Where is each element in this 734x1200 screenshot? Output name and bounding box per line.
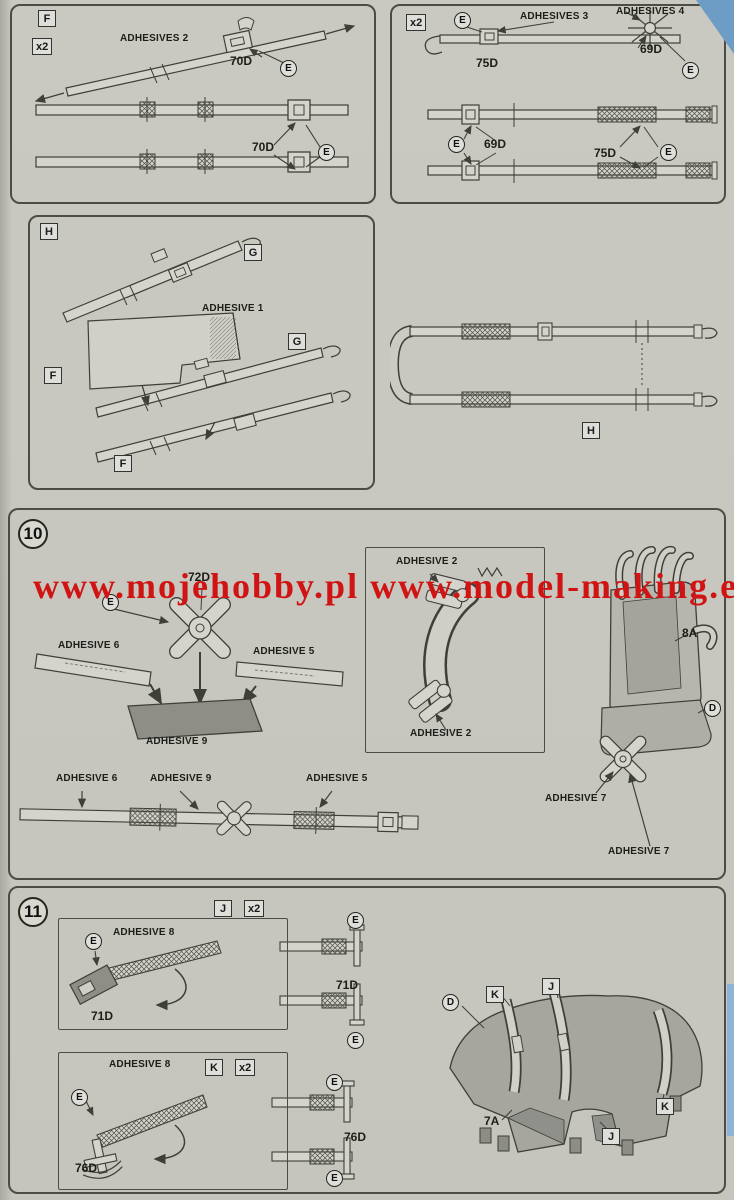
- inset-adhesive-2: ADHESIVE 2 ADHESIVE 2: [365, 547, 545, 753]
- part-label-72d: 72D: [188, 570, 211, 584]
- belts-69-75-diagram: [424, 8, 718, 183]
- adhesive-8-76d-diagram: [81, 1094, 208, 1179]
- part-label-70d: 70D: [252, 140, 275, 154]
- frame-ref-g: G: [244, 244, 262, 261]
- adhesive-label: ADHESIVES 3: [520, 11, 589, 22]
- glue-callout-e: E: [682, 62, 699, 79]
- glue-callout-e: E: [660, 144, 677, 161]
- adhesive-label: ADHESIVES 4: [616, 6, 685, 17]
- quantity-badge: x2: [406, 14, 427, 31]
- quantity-badge: x2: [244, 900, 265, 917]
- frame-ref-k: K: [205, 1059, 223, 1076]
- inset-adhesive-8-76d: ADHESIVE 8 K x2 E 76D: [58, 1052, 288, 1190]
- panel-step-f: F x2 ADHESIVES 2 70D E 70D E: [10, 4, 376, 204]
- frame-ref-j: J: [214, 900, 232, 917]
- frame-ref-f: F: [38, 10, 56, 27]
- adhesive-label: ADHESIVE 5: [253, 646, 315, 657]
- adhesive-label: ADHESIVE 9: [150, 773, 212, 784]
- frame-ref-k: K: [656, 1098, 674, 1115]
- glue-callout-e: E: [71, 1089, 88, 1106]
- adhesive-label: ADHESIVE 8: [109, 1059, 171, 1070]
- part-label-71d: 71D: [336, 978, 359, 992]
- frame-ref-f: F: [44, 367, 62, 384]
- adhesive-label: ADHESIVE 7: [608, 846, 670, 857]
- frame-ref-h: H: [40, 223, 58, 240]
- adhesive-label: ADHESIVES 2: [120, 33, 189, 44]
- adhesive-8-71d-diagram: [69, 940, 222, 1011]
- h-belt-loop-diagram: [390, 320, 718, 411]
- frame-ref-j: J: [602, 1128, 620, 1145]
- glue-callout-e: E: [318, 144, 335, 161]
- part-label-75d: 75D: [476, 56, 499, 70]
- adhesive-label: ADHESIVE 9: [146, 736, 208, 747]
- panel-step-h: H G ADHESIVE 1 G F F: [28, 215, 375, 490]
- part-label-75d: 75D: [594, 146, 617, 160]
- frame-ref-f: F: [114, 455, 132, 472]
- part-label-69d: 69D: [640, 42, 663, 56]
- adhesive-label: ADHESIVE 2: [410, 728, 472, 739]
- glue-callout-e: E: [326, 1074, 343, 1091]
- frame-ref-h: H: [582, 422, 600, 439]
- adhesive-label: ADHESIVE 7: [545, 793, 607, 804]
- glue-callout-e: E: [448, 136, 465, 153]
- scan-edge-background: [727, 984, 734, 1136]
- step-11-diagram: [271, 924, 703, 1180]
- part-label-8a: 8A: [682, 626, 698, 640]
- glue-callout-e: E: [347, 1032, 364, 1049]
- adhesive-label: ADHESIVE 1: [202, 303, 264, 314]
- part-label-76d: 76D: [75, 1161, 98, 1175]
- part-label-70d: 70D: [230, 54, 253, 68]
- glue-callout-e: E: [347, 912, 364, 929]
- panel-step-11: 11 J x2: [8, 886, 726, 1194]
- watermark-text: www.mojehobby.pl www.model-making.eu: [33, 566, 734, 606]
- quantity-badge: x2: [235, 1059, 256, 1076]
- step-number-10: 10: [18, 519, 48, 549]
- glue-callout-e: E: [85, 933, 102, 950]
- adhesive-label: ADHESIVE 8: [113, 927, 175, 938]
- part-callout-d: D: [442, 994, 459, 1011]
- inset-adhesive-8-71d: ADHESIVE 8 E 71D: [58, 918, 288, 1030]
- frame-ref-g: G: [288, 333, 306, 350]
- glue-callout-e: E: [454, 12, 471, 29]
- panel-step-adhesives-3-4: x2 E ADHESIVES 3 ADHESIVES 4 75D 69D E E…: [390, 4, 726, 204]
- part-label-69d: 69D: [484, 137, 507, 151]
- glue-callout-e: E: [280, 60, 297, 77]
- part-label-76d: 76D: [344, 1130, 367, 1144]
- step-h-belt-diagram: [62, 237, 351, 463]
- frame-ref-j: J: [542, 978, 560, 995]
- part-label-7a: 7A: [484, 1114, 500, 1128]
- h-belt-loop-figure: H: [390, 300, 730, 440]
- glue-callout-e: E: [102, 594, 119, 611]
- frame-ref-k: K: [486, 986, 504, 1003]
- adhesive-label: ADHESIVE 5: [306, 773, 368, 784]
- part-label-71d: 71D: [91, 1009, 114, 1023]
- part-callout-d: D: [704, 700, 721, 717]
- step-number-11: 11: [18, 897, 48, 927]
- adhesive-label: ADHESIVE 2: [396, 556, 458, 567]
- adhesive-label: ADHESIVE 6: [58, 640, 120, 651]
- step-f-belt-diagram: [34, 17, 356, 174]
- adhesive-2-clamp-diagram: [408, 566, 503, 731]
- adhesive-label: ADHESIVE 6: [56, 773, 118, 784]
- quantity-badge: x2: [32, 38, 53, 55]
- panel-step-10: 10 72D E ADHESIVE 6 ADHESIVE 5 ADHESIVE …: [8, 508, 726, 880]
- glue-callout-e: E: [326, 1170, 343, 1187]
